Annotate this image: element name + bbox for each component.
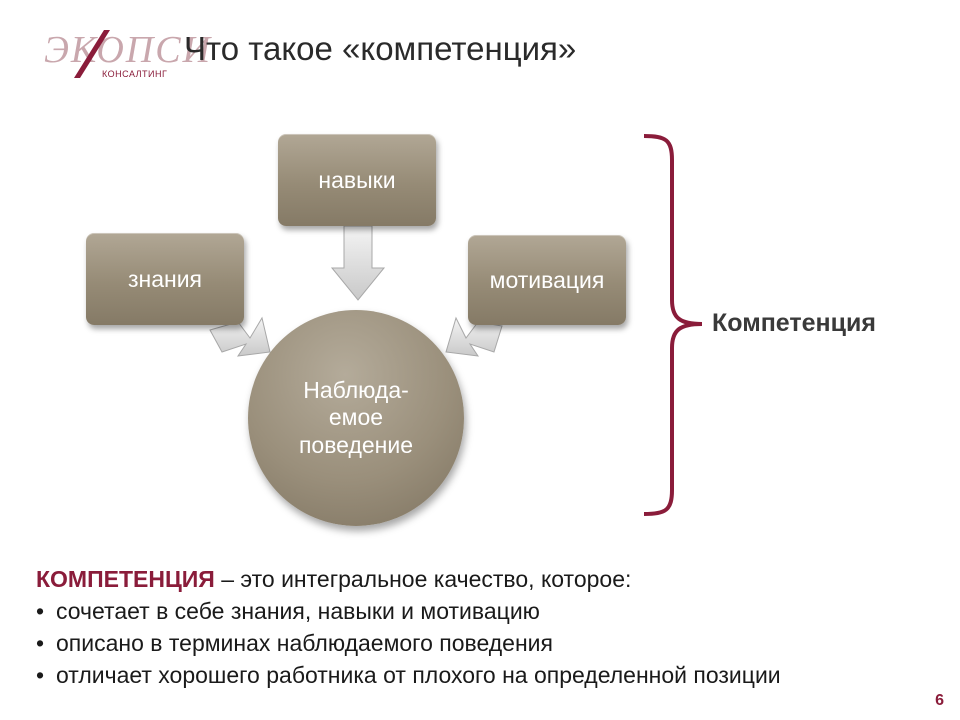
logo-subtitle: КОНСАЛТИНГ [102, 69, 168, 79]
bullet-item: описано в терминах наблюдаемого поведени… [36, 627, 916, 659]
arrow-motivation [445, 316, 503, 357]
logo-name: ЭКОПСИ [44, 29, 213, 71]
bullet-item: отличает хорошего работника от плохого н… [36, 659, 916, 691]
brace-icon [643, 134, 703, 516]
arrow-skills [330, 225, 386, 301]
definition-block: КОМПЕТЕНЦИЯ – это интегральное качество,… [36, 563, 916, 691]
circle-behavior: Наблюда- емое поведение [248, 310, 464, 526]
box-skills: навыки [278, 134, 436, 226]
definition-bullets: сочетает в себе знания, навыки и мотивац… [36, 595, 916, 691]
box-motivation: мотивация [468, 235, 626, 325]
competence-label: Компетенция [712, 309, 876, 337]
page-number: 6 [935, 692, 944, 709]
page-title: Что такое «компетенция» [184, 30, 577, 67]
box-knowledge: знания [86, 233, 244, 325]
bullet-item: сочетает в себе знания, навыки и мотивац… [36, 595, 916, 627]
definition-rest: – это интегральное качество, которое: [214, 566, 632, 592]
logo-slash-icon [74, 30, 110, 78]
circle-behavior-label: Наблюда- емое поведение [298, 376, 414, 458]
definition-term: КОМПЕТЕНЦИЯ [36, 566, 215, 592]
logo: ЭКОПСИ КОНСАЛТИНГ [44, 28, 210, 84]
definition-heading: КОМПЕТЕНЦИЯ – это интегральное качество,… [36, 563, 916, 595]
